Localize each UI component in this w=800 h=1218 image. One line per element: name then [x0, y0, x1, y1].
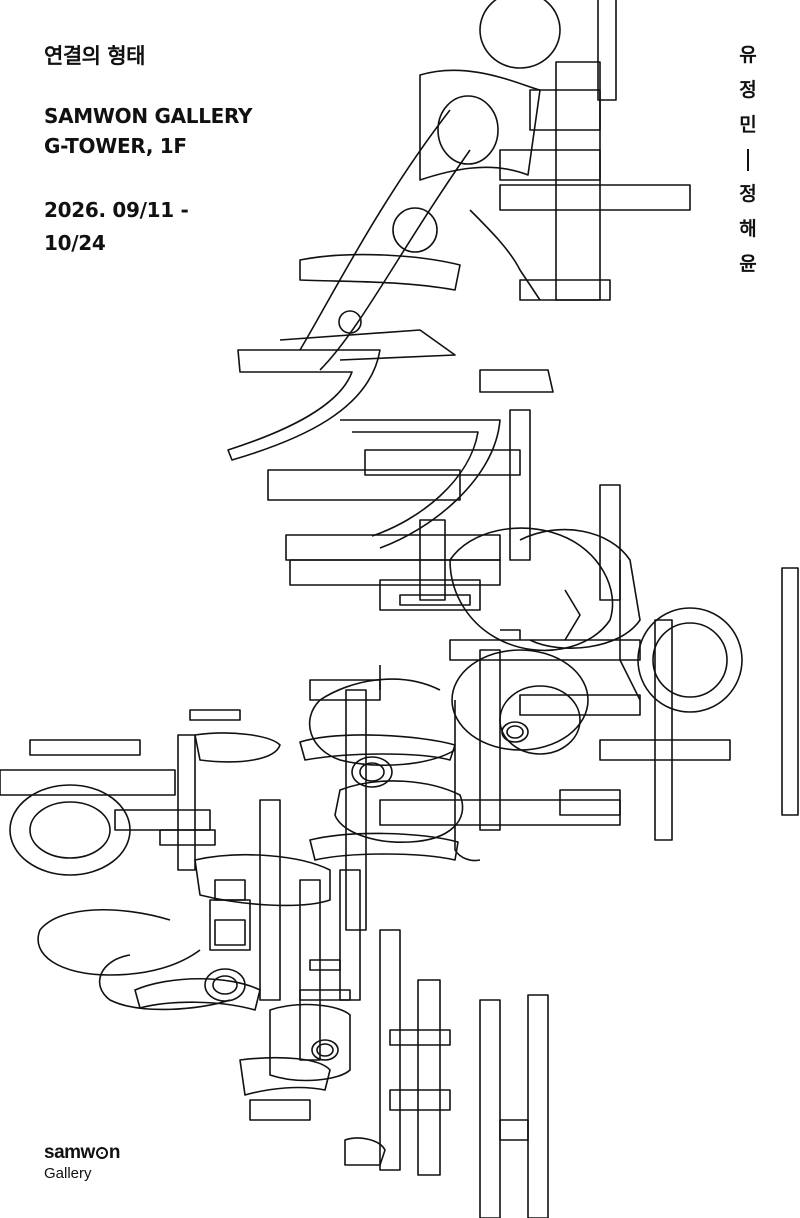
artist2-char: 정 — [739, 183, 757, 205]
logo-eye-icon — [95, 1147, 108, 1159]
artist2-char: 해 — [739, 218, 757, 240]
artist1-char: 민 — [739, 114, 757, 136]
logo-subtitle: Gallery — [44, 1165, 92, 1182]
logo-word-end: n — [108, 1142, 121, 1163]
venue-floor: G-TOWER, 1F — [44, 134, 187, 158]
artist2-char: 윤 — [739, 253, 757, 275]
venue: SAMWON GALLERY G-TOWER, 1F — [44, 101, 252, 161]
art-upper-glyphs — [227, 0, 691, 661]
artist-separator — [747, 149, 749, 171]
artist1-char: 정 — [739, 79, 757, 101]
art-lower-glyphs — [0, 709, 549, 1218]
exhibition-title: 연결의 형태 — [44, 44, 145, 68]
logo-word-start: samw — [44, 1142, 95, 1163]
art-middle-glyphs — [299, 560, 799, 931]
date-start: 2026. 09/11 - — [44, 198, 189, 222]
artist1-char: 유 — [739, 44, 757, 66]
venue-name: SAMWON GALLERY — [44, 104, 253, 128]
exhibition-dates: 2026. 09/11 - 10/24 — [44, 194, 252, 260]
artist-names: 유 정 민 정 해 윤 — [733, 38, 763, 282]
date-end: 10/24 — [44, 231, 106, 255]
exhibition-info: 연결의 형태 SAMWON GALLERY G-TOWER, 1F 2026. … — [44, 40, 252, 260]
